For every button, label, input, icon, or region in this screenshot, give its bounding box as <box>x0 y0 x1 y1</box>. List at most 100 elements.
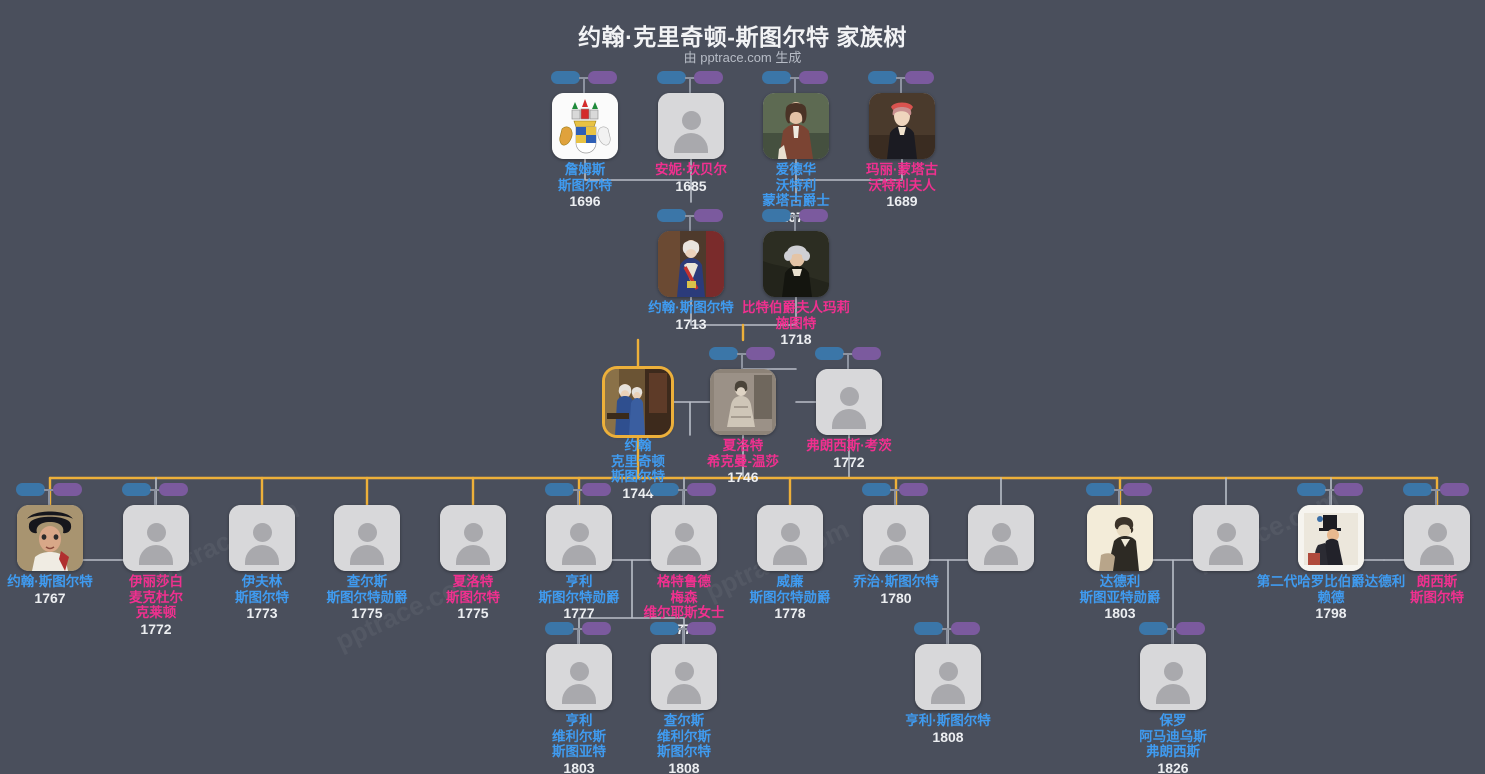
person-portrait[interactable] <box>658 93 724 159</box>
mother-badge[interactable] <box>1334 483 1363 496</box>
mother-badge[interactable] <box>1123 483 1152 496</box>
parent-badges <box>709 347 776 369</box>
avatar-placeholder-icon <box>229 505 295 571</box>
person-portrait[interactable] <box>1298 505 1364 571</box>
person-portrait[interactable] <box>968 505 1034 571</box>
person-portrait[interactable] <box>1193 505 1259 571</box>
person-portrait[interactable] <box>763 231 829 297</box>
father-badge[interactable] <box>709 347 738 360</box>
person-name-line: 维利尔斯 <box>552 728 606 744</box>
person-name-line: 格特鲁德 <box>657 574 711 589</box>
person-portrait[interactable] <box>334 505 400 571</box>
mother-badge[interactable] <box>852 347 881 360</box>
person-portrait[interactable] <box>546 644 612 710</box>
person-portrait[interactable] <box>605 369 671 435</box>
avatar-placeholder-icon <box>816 369 882 435</box>
father-badge[interactable] <box>815 347 844 360</box>
person-portrait[interactable] <box>440 505 506 571</box>
mother-badge[interactable] <box>159 483 188 496</box>
mother-badge[interactable] <box>582 483 611 496</box>
person-portrait[interactable] <box>763 93 829 159</box>
mother-badge[interactable] <box>694 71 723 84</box>
father-badge[interactable] <box>1403 483 1432 496</box>
father-badge[interactable] <box>1086 483 1115 496</box>
person-name-line: 威廉 <box>776 574 804 589</box>
mother-badge[interactable] <box>588 71 617 84</box>
father-badge[interactable] <box>868 71 897 84</box>
person-portrait[interactable] <box>915 644 981 710</box>
person-portrait[interactable] <box>658 231 724 297</box>
person-portrait[interactable] <box>1087 505 1153 571</box>
father-badge[interactable] <box>650 622 679 635</box>
badge-stem <box>1329 490 1331 505</box>
person-name-line: 弗朗西斯 <box>1146 744 1200 759</box>
mother-badge[interactable] <box>905 71 934 84</box>
person-name-line: 阿马迪乌斯 <box>1139 728 1207 744</box>
person-portrait[interactable] <box>546 505 612 571</box>
person-year: 1772 <box>140 620 172 637</box>
person-portrait[interactable] <box>123 505 189 571</box>
avatar-placeholder-icon <box>1140 644 1206 710</box>
person-portrait[interactable] <box>552 93 618 159</box>
father-badge[interactable] <box>551 71 580 84</box>
parent-badges <box>122 483 189 505</box>
father-badge[interactable] <box>650 483 679 496</box>
person-portrait[interactable] <box>17 505 83 571</box>
father-badge[interactable] <box>657 71 686 84</box>
person-name-line: 斯图尔特 <box>235 589 289 605</box>
person-name-line: 斯图尔特 <box>657 744 711 759</box>
person-portrait[interactable] <box>1140 644 1206 710</box>
person-name-line: 施图特 <box>775 315 817 331</box>
person-name-line: 夏洛特 <box>452 574 494 589</box>
parent-badges <box>762 209 829 231</box>
father-badge[interactable] <box>914 622 943 635</box>
mother-badge[interactable] <box>799 71 828 84</box>
avatar-placeholder-icon <box>123 505 189 571</box>
father-badge[interactable] <box>545 622 574 635</box>
mother-badge[interactable] <box>687 622 716 635</box>
person-portrait[interactable] <box>229 505 295 571</box>
father-badge[interactable] <box>1139 622 1168 635</box>
mother-badge[interactable] <box>694 209 723 222</box>
person-year: 1775 <box>351 605 383 621</box>
person-portrait[interactable] <box>710 369 776 435</box>
mother-badge[interactable] <box>582 622 611 635</box>
person-year: 1778 <box>774 605 806 621</box>
mother-badge[interactable] <box>746 347 775 360</box>
mother-badge[interactable] <box>1176 622 1205 635</box>
badge-stem <box>1118 490 1120 505</box>
mother-badge[interactable] <box>53 483 82 496</box>
father-badge[interactable] <box>1297 483 1326 496</box>
mother-badge[interactable] <box>899 483 928 496</box>
person-portrait[interactable] <box>816 369 882 435</box>
father-badge[interactable] <box>545 483 574 496</box>
mother-badge[interactable] <box>687 483 716 496</box>
father-badge[interactable] <box>762 71 791 84</box>
person-year: 1775 <box>457 605 489 621</box>
father-badge[interactable] <box>762 209 791 222</box>
person-portrait[interactable] <box>651 644 717 710</box>
mother-badge[interactable] <box>799 209 828 222</box>
parent-badges <box>545 622 612 644</box>
person-name-line: 斯图尔特勋爵 <box>538 589 620 605</box>
person-name-line: 詹姆斯 <box>564 162 606 177</box>
father-badge[interactable] <box>16 483 45 496</box>
mother-badge[interactable] <box>951 622 980 635</box>
father-badge[interactable] <box>122 483 151 496</box>
person-portrait[interactable] <box>869 93 935 159</box>
avatar-placeholder-icon <box>1404 505 1470 571</box>
person-year: 1689 <box>886 193 918 209</box>
person-portrait[interactable] <box>1404 505 1470 571</box>
person-portrait[interactable] <box>863 505 929 571</box>
father-badge[interactable] <box>862 483 891 496</box>
parent-badges <box>1086 483 1153 505</box>
father-badge[interactable] <box>657 209 686 222</box>
mother-badge[interactable] <box>1440 483 1469 496</box>
person-portrait[interactable] <box>757 505 823 571</box>
person-portrait[interactable] <box>651 505 717 571</box>
